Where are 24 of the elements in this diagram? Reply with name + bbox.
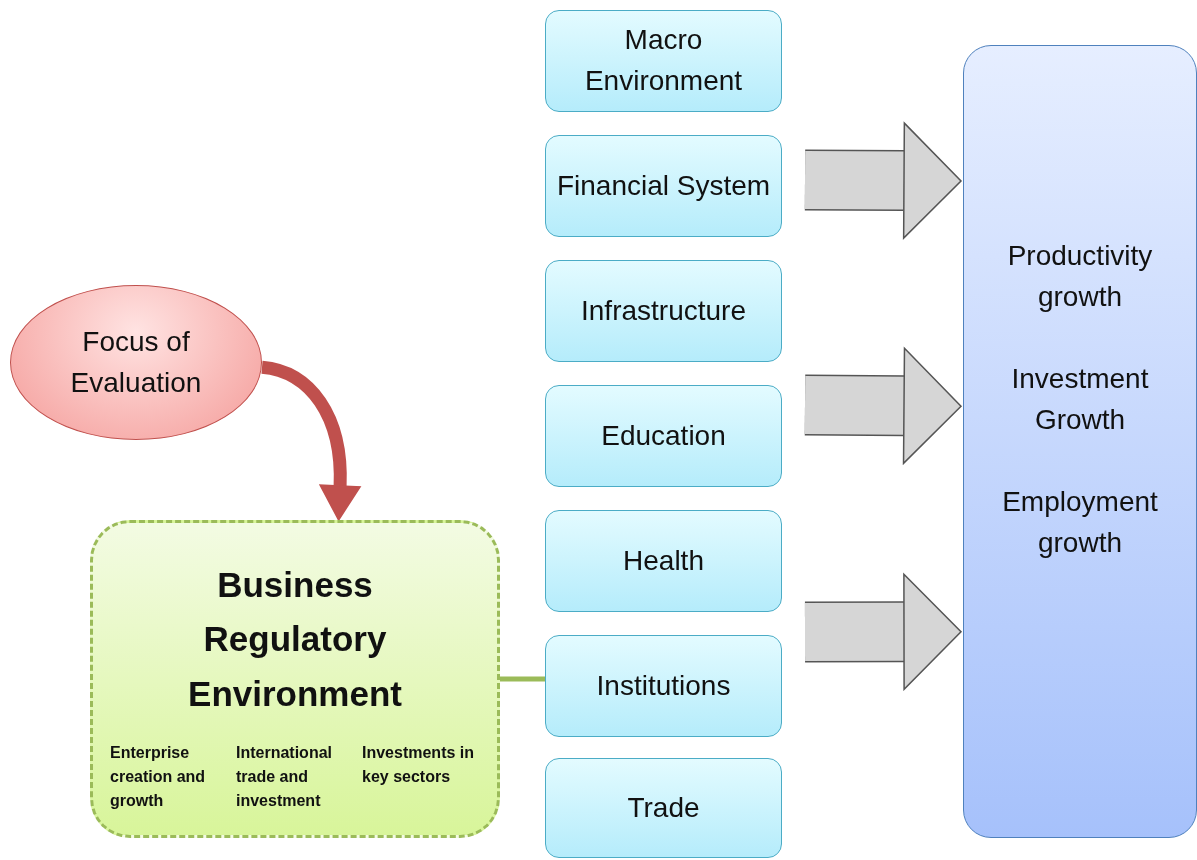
- ellipse-label: Focus of Evaluation: [69, 324, 203, 400]
- process-box: [545, 135, 782, 237]
- process-box: [545, 635, 782, 737]
- box-label: Trade: [627, 790, 700, 825]
- box-heading: Business Regulatory Environment: [187, 564, 403, 715]
- box-label: Institutions: [596, 668, 731, 703]
- process-box: [545, 260, 782, 362]
- box-label: Financial System: [556, 168, 771, 203]
- bullet-text: Investments in key sectors: [362, 742, 476, 787]
- process-box: [545, 10, 782, 112]
- outcome-label: Employment growth: [1001, 485, 1159, 560]
- box-label: Macro Environment: [583, 23, 744, 98]
- outcome-panel: [963, 45, 1197, 838]
- dashed-rounded-box: [90, 520, 500, 838]
- bullet-text: International trade and investment: [236, 742, 333, 811]
- process-box: [545, 758, 782, 858]
- box-label: Health: [623, 543, 704, 578]
- outcome-label: Productivity growth: [1006, 239, 1154, 314]
- box-label: Education: [601, 418, 726, 453]
- process-box: [545, 385, 782, 487]
- bullet-text: Enterprise creation and growth: [110, 742, 207, 811]
- process-box: [545, 510, 782, 612]
- box-label: Infrastructure: [581, 293, 746, 328]
- outcome-label: Investment Growth: [1010, 362, 1150, 437]
